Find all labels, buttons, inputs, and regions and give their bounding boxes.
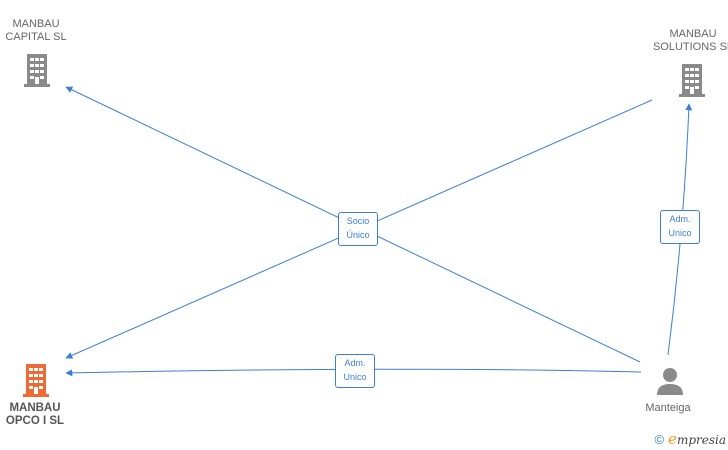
node-solutions-line1: MANBAU <box>669 28 717 40</box>
brand-logo: empresia <box>668 430 726 448</box>
edge-label-adm-unico-right[interactable]: Adm. Unico <box>660 210 700 244</box>
node-opco-line2: OPCO I SL <box>5 415 65 427</box>
socio-unico-line1: Socio <box>346 216 370 226</box>
building-icon[interactable] <box>677 62 707 98</box>
footer-brand[interactable]: ©empresia <box>654 430 726 448</box>
node-person-line1: Manteiga <box>645 402 691 414</box>
person-icon[interactable] <box>655 366 685 396</box>
brand-rest: mpresia <box>676 433 726 447</box>
adm-unico-bottom-line1: Adm. <box>344 358 366 368</box>
building-icon[interactable] <box>22 52 52 88</box>
node-opco-line1: MANBAU <box>9 402 61 414</box>
copyright-icon: © <box>654 432 665 447</box>
edge-person-to-opco <box>65 368 642 377</box>
adm-unico-bottom-line2: Unico <box>343 372 367 382</box>
node-capital-line1: MANBAU <box>12 18 60 30</box>
adm-unico-right-line1: Adm. <box>669 214 691 224</box>
edge-label-socio-unico[interactable]: Socio Único <box>338 212 378 246</box>
socio-unico-line2: Único <box>346 230 370 240</box>
building-highlight-icon[interactable] <box>21 362 51 398</box>
edge-label-adm-unico-bottom[interactable]: Adm. Unico <box>335 354 375 388</box>
node-label-capital[interactable]: MANBAU CAPITAL SL <box>0 18 72 44</box>
node-label-opco[interactable]: MANBAU OPCO I SL <box>0 402 70 428</box>
node-label-person[interactable]: Manteiga <box>636 402 700 416</box>
node-capital-line2: CAPITAL SL <box>5 31 67 43</box>
brand-initial: e <box>668 430 677 448</box>
adm-unico-right-line2: Unico <box>668 228 692 238</box>
node-solutions-line2: SOLUTIONS SL <box>652 41 728 53</box>
node-label-solutions[interactable]: MANBAU SOLUTIONS SL <box>648 28 728 54</box>
